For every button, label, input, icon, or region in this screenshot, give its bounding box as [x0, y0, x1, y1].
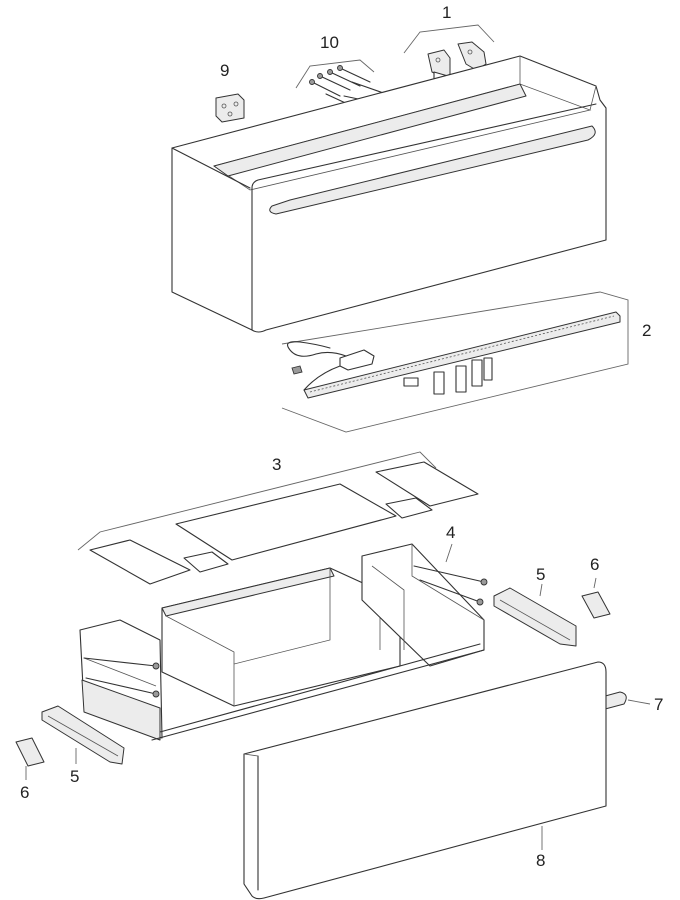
- part-8-drawer-front: [243, 661, 607, 900]
- label-1: 1: [442, 3, 451, 22]
- label-2: 2: [642, 321, 651, 340]
- drawer-box: [79, 543, 485, 741]
- label-3: 3: [272, 455, 281, 474]
- label-7: 7: [654, 695, 663, 714]
- label-9: 9: [220, 61, 229, 80]
- label-4: 4: [446, 523, 455, 542]
- label-5-right: 5: [536, 565, 545, 584]
- part-9-wall-bracket: [215, 93, 245, 123]
- label-5-left: 5: [70, 767, 79, 786]
- label-6-left: 6: [20, 783, 29, 802]
- vanity-cabinet-body: [171, 55, 607, 333]
- part-2-led-light-kit: [281, 291, 629, 433]
- label-10: 10: [320, 33, 339, 52]
- part-5-drawer-slides: [41, 583, 577, 765]
- label-8: 8: [536, 851, 545, 870]
- label-6-right: 6: [590, 555, 599, 574]
- part-6-end-caps: [15, 577, 611, 780]
- part-3-drawer-mats: [77, 451, 479, 585]
- part-4-drawer-rods: [83, 543, 488, 698]
